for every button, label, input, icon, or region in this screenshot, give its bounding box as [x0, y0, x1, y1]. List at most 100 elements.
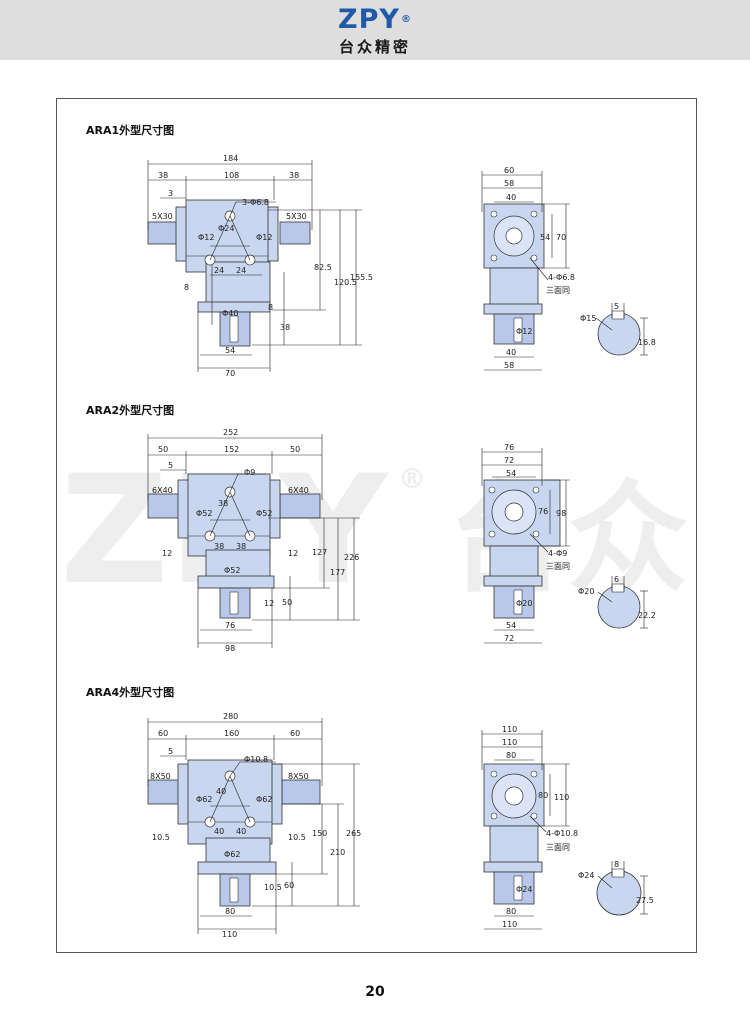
- ara2-dim-h2: 177: [330, 568, 345, 577]
- ara2-dim-dia-l: Φ52: [196, 509, 212, 518]
- ara4-dim-h5: 10.5: [152, 833, 170, 842]
- ara4-dim-dia-r: Φ62: [256, 795, 272, 804]
- ara1-side-v2: 70: [556, 233, 566, 242]
- ara2-side-w3: 54: [506, 469, 516, 478]
- ara4-dim-side-l: 60: [158, 729, 168, 738]
- ara4-dim-key-r: 8X50: [288, 772, 309, 781]
- ara4-dim-hole: Φ10.8: [244, 755, 268, 764]
- ara1-dim-h6: 8: [268, 303, 273, 312]
- ara1-dim-side-l: 38: [158, 171, 168, 180]
- ara2-dim-base1: 76: [225, 621, 235, 630]
- ara2-dim-h7: 12: [264, 599, 274, 608]
- ara4-dim-h2: 210: [330, 848, 345, 857]
- ara2-dim-hole: Φ9: [244, 468, 255, 477]
- ara2-side-note: 三面同: [546, 562, 570, 571]
- ara4-dim-dia-l: Φ62: [196, 795, 212, 804]
- ara2-dim-dia-t: 38: [218, 499, 228, 508]
- ara2-dim-side-r: 50: [290, 445, 300, 454]
- ara1-shaft-dia: Φ15: [580, 314, 596, 323]
- ara1-dim-h5: 8: [184, 283, 189, 292]
- ara2-side-view: [481, 448, 570, 644]
- ara2-shaft-dia: Φ20: [578, 587, 594, 596]
- ara2-dim-key-r: 6X40: [288, 486, 309, 495]
- ara1-side-b2: 58: [504, 361, 514, 370]
- ara4-side-w2: 110: [502, 738, 517, 747]
- ara4-side-shaft: Φ24: [516, 885, 532, 894]
- ara2-shaft-section: Φ20 6 22.2: [578, 575, 656, 629]
- brand-chinese-name: 台众精密: [338, 38, 411, 56]
- page-number: 20: [365, 984, 385, 1000]
- ara4-dim-h6: 10.5: [288, 833, 306, 842]
- ara1-side-w3: 40: [506, 193, 516, 202]
- ara1-dim-side-r: 38: [289, 171, 299, 180]
- ara4-dim-dia-t: 40: [216, 787, 226, 796]
- registered-mark: ®: [400, 14, 412, 25]
- ara2-side-hole: 4-Φ9: [548, 549, 567, 558]
- ara1-dim-mid: 108: [224, 171, 239, 180]
- ara4-front-view: [147, 718, 360, 934]
- ara4-dim-h3: 265: [346, 829, 361, 838]
- ara4-side-b2: 110: [502, 920, 517, 929]
- ara1-side-b1: 40: [506, 348, 516, 357]
- ara2-dim-small: 5: [168, 461, 173, 470]
- ara4-dim-base2: 110: [222, 930, 237, 939]
- drawing-frame: [56, 98, 697, 953]
- ara4-side-view: [481, 730, 570, 930]
- ara1-dim-base2: 70: [225, 369, 235, 378]
- brand-logo: ZPY®: [0, 6, 750, 34]
- ara1-dim-off2: 24: [236, 266, 246, 275]
- ara2-side-dims: 76 72 54 76 98 4-Φ9 三面同 Φ20 54 72: [504, 443, 570, 643]
- ara1-side-dims: 60 58 40 54 70 4-Φ6.8 三面同 Φ12 40 58: [504, 166, 575, 370]
- ara1-dim-h1: 82.5: [314, 263, 332, 272]
- ara1-dim-h3: 155.5: [350, 273, 373, 282]
- ara2-dim-off1: 38: [214, 542, 224, 551]
- ara1-dim-dia-t: Φ24: [218, 224, 234, 233]
- ara1-dim-key-l: 5X30: [152, 212, 173, 221]
- ara1-side-w2: 58: [504, 179, 514, 188]
- ara1-shaft-h: 16.8: [638, 338, 656, 347]
- ara4-side-dims: 110 110 80 80 110 4-Φ10.8 三面同 Φ24 80 110: [502, 725, 578, 929]
- ara4-side-note: 三面同: [546, 843, 570, 852]
- ara1-dim-small: 3: [168, 189, 173, 198]
- ara2-shaft-key: 6: [614, 575, 619, 584]
- section-title-ara2: ARA2外型尺寸图: [86, 404, 175, 417]
- ara4-side-w1: 110: [502, 725, 517, 734]
- ara4-dim-off1: 40: [214, 827, 224, 836]
- ara2-dim-key-l: 6X40: [152, 486, 173, 495]
- ara2-dim-off2: 38: [236, 542, 246, 551]
- ara2-side-b1: 54: [506, 621, 516, 630]
- ara2-dim-base2: 98: [225, 644, 235, 653]
- ara2-dim-mid: 152: [224, 445, 239, 454]
- watermark-mark: ®: [398, 462, 426, 495]
- ara4-shaft-key: 8: [614, 860, 619, 869]
- ara1-dim-hole: 3-Φ6.8: [242, 198, 269, 207]
- ara1-dim-base1: 54: [225, 346, 235, 355]
- ara2-side-w1: 76: [504, 443, 514, 452]
- ara1-shaft-key: 5: [614, 302, 619, 311]
- ara4-side-w3: 80: [506, 751, 516, 760]
- ara2-front-view: [147, 434, 360, 648]
- ara4-dim-mid: 160: [224, 729, 239, 738]
- ara4-dim-off2: 40: [236, 827, 246, 836]
- ara4-dim-side-r: 60: [290, 729, 300, 738]
- ara1-dim-bore: Φ40: [222, 309, 238, 318]
- ara4-front-dims: 280 60 160 60 5 Φ10.8 8X50 8X50 Φ62 Φ62 …: [150, 712, 361, 939]
- ara2-dim-overall: 252: [223, 428, 238, 437]
- ara1-dim-key-r: 5X30: [286, 212, 307, 221]
- ara1-side-v1: 54: [540, 233, 550, 242]
- ara4-dim-h4: 60: [284, 881, 294, 890]
- ara1-dim-overall: 184: [223, 154, 238, 163]
- ara4-dim-overall: 280: [223, 712, 238, 721]
- ara2-side-v2: 98: [556, 509, 566, 518]
- ara4-shaft-dia: Φ24: [578, 871, 594, 880]
- ara4-shaft-section: Φ24 8 27.5: [578, 860, 654, 916]
- ara2-dim-h6: 12: [288, 549, 298, 558]
- ara2-side-shaft: Φ20: [516, 599, 532, 608]
- ara4-dim-h7: 10.5: [264, 883, 282, 892]
- ara1-side-view: [481, 171, 570, 371]
- ara2-dim-h5: 12: [162, 549, 172, 558]
- ara1-dim-off1: 24: [214, 266, 224, 275]
- brand-text: ZPY: [338, 4, 400, 35]
- ara4-dim-key-l: 8X50: [150, 772, 171, 781]
